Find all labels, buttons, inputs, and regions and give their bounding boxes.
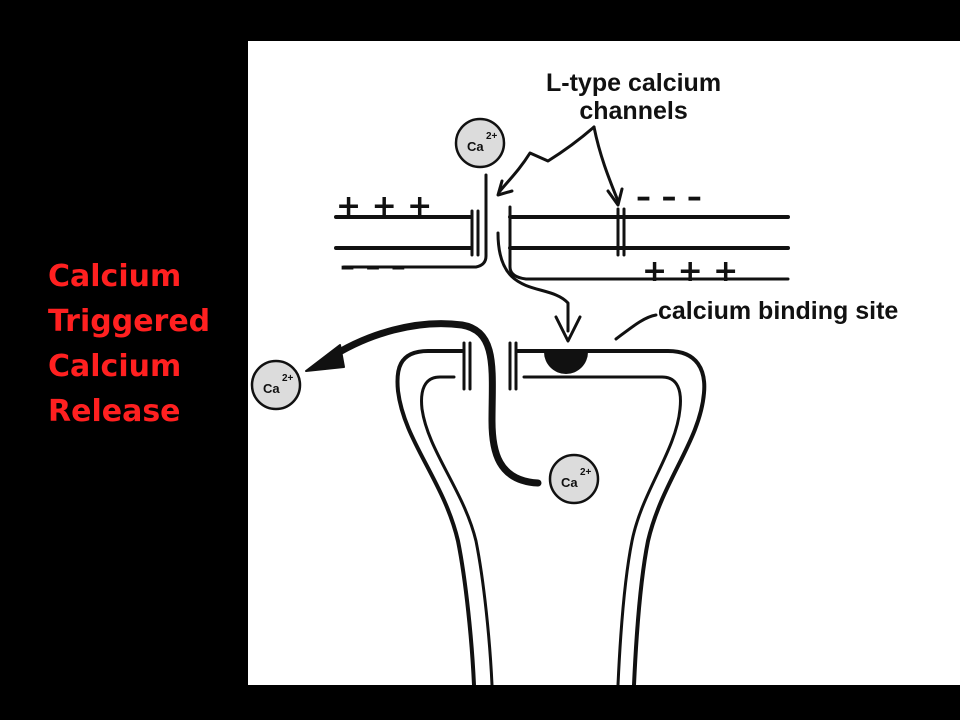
calcium-release-diagram: + + + – – – – – – + + + Ca 2+ Ca 2+ Ca 2…: [248, 41, 960, 685]
membrane-charges: + + + – – – – – – + + +: [336, 180, 738, 289]
ion-path-arrow: [496, 231, 582, 343]
ca-ion-top: Ca 2+: [454, 117, 506, 169]
title-line-1: Calcium: [48, 259, 182, 294]
outer-left-charges: + + +: [336, 189, 432, 224]
binding-site-pointer: [614, 313, 658, 341]
ryanodine-release-channel: [462, 341, 518, 391]
title-line-2: Triggered: [48, 304, 211, 339]
l-type-label-line1: L-type calcium: [546, 69, 722, 97]
ca-ion-released: Ca 2+: [250, 359, 302, 411]
ca-symbol: Ca: [467, 139, 484, 154]
inner-right-charges: + + +: [642, 254, 738, 289]
ca-charge: 2+: [282, 373, 294, 384]
l-type-channels-label: L-type calcium channels: [546, 69, 721, 125]
l-type-pointers: [496, 125, 624, 207]
l-type-channel-right: [616, 207, 626, 257]
t-tubule-pore: [342, 173, 790, 281]
sarcolemma-left: [334, 215, 472, 250]
ca-symbol: Ca: [561, 475, 578, 490]
sarcolemma-right: [508, 215, 790, 250]
title-line-4: Release: [48, 394, 181, 429]
binding-site-label: calcium binding site: [658, 297, 899, 325]
l-type-label-line2: channels: [579, 97, 688, 125]
calcium-release-arrow: [305, 320, 542, 487]
ca-symbol: Ca: [263, 381, 280, 396]
diagram-drawing: + + + – – – – – – + + + Ca 2+ Ca 2+ Ca 2…: [250, 117, 790, 685]
calcium-binding-site: [544, 352, 588, 374]
outer-right-charges: – – –: [636, 180, 702, 215]
sarcoplasmic-reticulum: [395, 349, 707, 685]
title-line-3: Calcium: [48, 349, 182, 384]
inner-left-charges: – – –: [340, 249, 406, 284]
slide-title: Calcium Triggered Calcium Release: [48, 254, 210, 434]
ca-ion-sr: Ca 2+: [548, 453, 600, 505]
ca-charge: 2+: [486, 131, 498, 142]
ca-charge: 2+: [580, 467, 592, 478]
l-type-channel-left: [470, 209, 480, 257]
